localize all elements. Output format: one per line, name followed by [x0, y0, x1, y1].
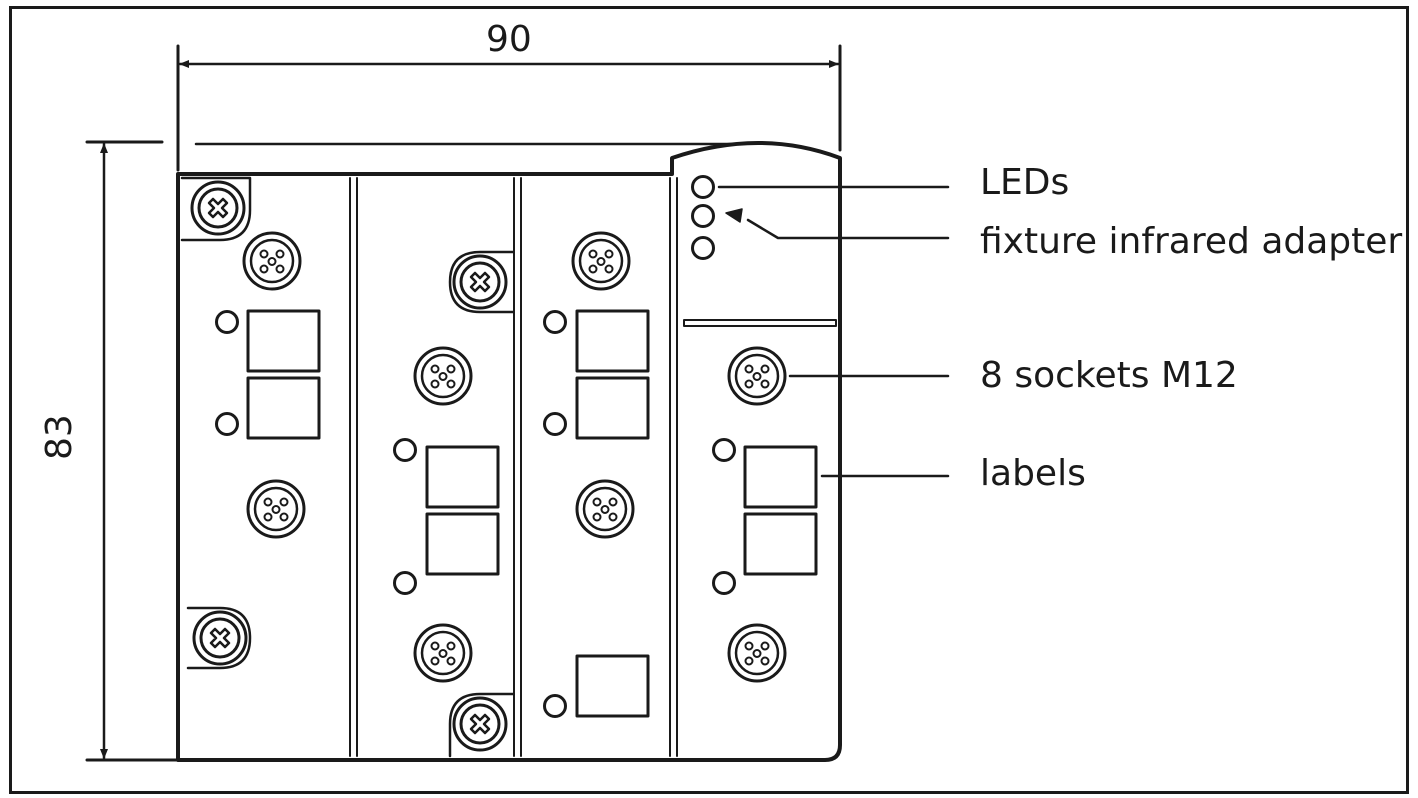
- m12-socket-6: [575, 479, 635, 539]
- led-3b: [543, 412, 567, 436]
- label-3c: [575, 654, 650, 718]
- callout-infrared-adapter: fixture infrared adapter: [980, 221, 1403, 262]
- led-3a: [543, 310, 567, 334]
- led-4a: [712, 438, 736, 462]
- screw-icon-bottom-left: [192, 610, 248, 666]
- label-4b: [743, 512, 818, 576]
- screw-tab-top-left: [180, 176, 252, 242]
- led-2b: [393, 571, 417, 595]
- leader-infrared: [746, 218, 950, 240]
- m12-socket-2: [246, 479, 306, 539]
- led-2a: [393, 438, 417, 462]
- screw-tab-bottom-middle: [448, 692, 515, 758]
- figure-frame: [9, 6, 1409, 794]
- height-dimension-value: 83: [39, 414, 80, 460]
- led-4b: [712, 571, 736, 595]
- led-1a: [215, 310, 239, 334]
- m12-socket-5: [571, 231, 631, 291]
- m12-socket-4: [413, 623, 473, 683]
- led-top-3: [691, 236, 715, 260]
- label-4a: [743, 445, 818, 509]
- label-3a: [575, 309, 650, 373]
- leader-infrared-arrowhead: [725, 208, 743, 223]
- callout-labels: labels: [980, 453, 1086, 494]
- screw-icon-bottom-middle: [452, 696, 508, 752]
- led-3c: [543, 694, 567, 718]
- screw-tab-bottom-left: [186, 606, 252, 670]
- m12-socket-8: [727, 623, 787, 683]
- m12-socket-7: [727, 346, 787, 406]
- width-dimension-value: 90: [486, 19, 532, 60]
- label-1b: [246, 376, 321, 440]
- label-2b: [425, 512, 500, 576]
- label-1a: [246, 309, 321, 373]
- led-top-2: [691, 204, 715, 228]
- housing-outline: [176, 141, 842, 762]
- screw-icon-middle: [452, 254, 508, 310]
- m12-socket-1: [242, 231, 302, 291]
- label-3b: [575, 376, 650, 440]
- callout-sockets: 8 sockets M12: [980, 355, 1238, 396]
- led-1b: [215, 412, 239, 436]
- label-2a: [425, 445, 500, 509]
- adapter-separator-bar: [683, 319, 837, 327]
- screw-icon-top-left: [190, 180, 246, 236]
- callout-leds: LEDs: [980, 162, 1070, 203]
- led-top-1: [691, 175, 715, 199]
- screw-tab-middle: [448, 250, 515, 314]
- m12-socket-3: [413, 346, 473, 406]
